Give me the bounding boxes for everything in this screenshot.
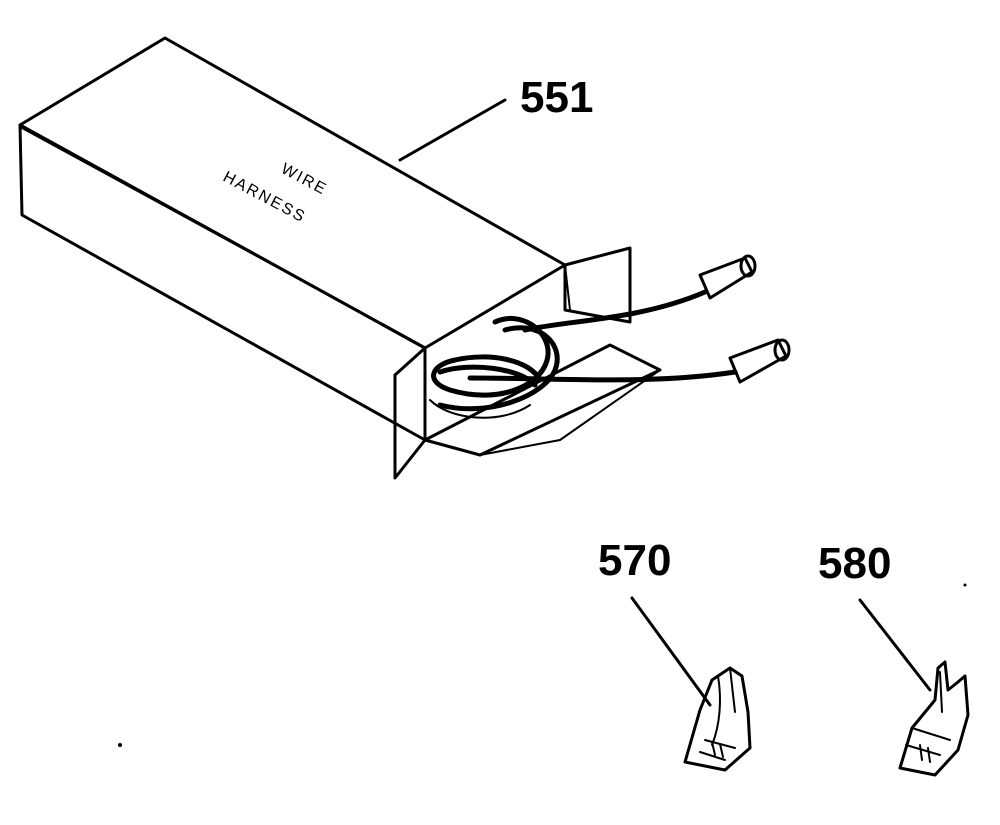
leader-line-580 (858, 598, 932, 692)
part-number-580: 580 (818, 539, 891, 588)
harness-terminal-2 (728, 338, 791, 384)
box-front-face (18, 123, 427, 442)
leader-line-551 (398, 98, 507, 162)
scan-speck (118, 743, 122, 747)
box-flap-left (393, 346, 427, 480)
box-edge-line (21, 127, 421, 346)
box-flap-bottom (423, 343, 662, 457)
box-flap-edge (479, 439, 561, 456)
terminal-570 (683, 666, 752, 772)
scan-speck (963, 583, 967, 587)
wire-harness-box: WIRE HARNESS (18, 36, 791, 480)
coiled-wires (429, 289, 738, 419)
box-flap-top (563, 246, 632, 324)
part-number-570: 570 (598, 536, 671, 585)
box-opening (424, 264, 571, 349)
leader-line-570 (630, 596, 712, 707)
part-number-551: 551 (520, 73, 593, 122)
terminal-580 (898, 660, 970, 777)
box-text-line-1: WIRE (278, 161, 330, 199)
harness-terminal-1 (698, 254, 757, 300)
box-top-face (18, 36, 567, 350)
